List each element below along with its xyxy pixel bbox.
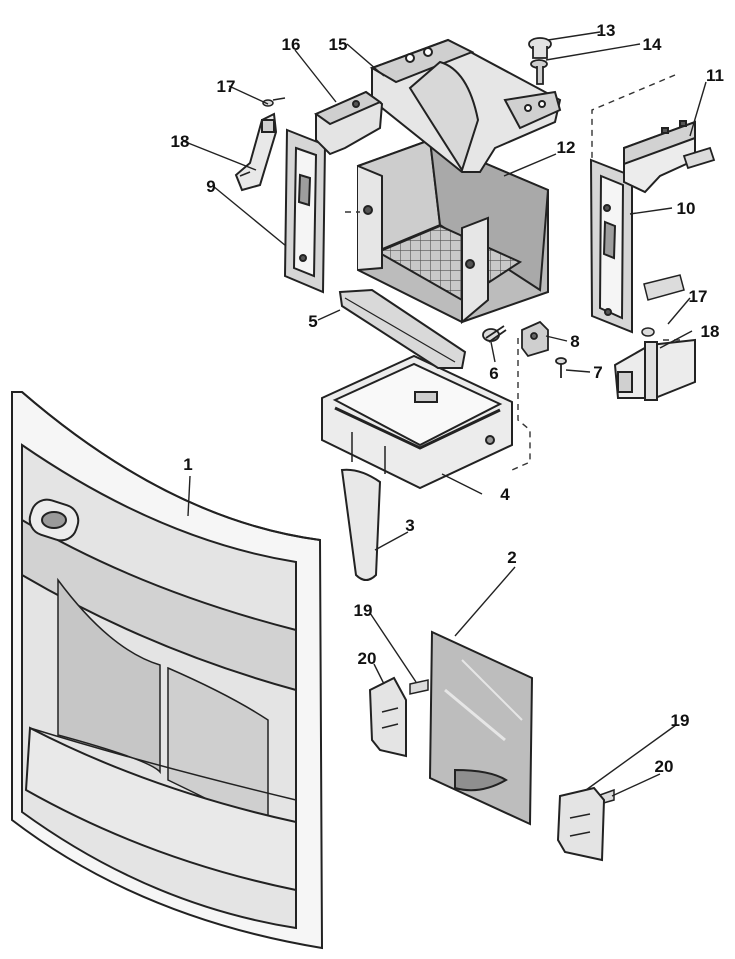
glass-panel (428, 630, 534, 826)
left-bracket (313, 90, 384, 156)
label-part-2: 2 (507, 548, 516, 567)
spring-14 (530, 59, 548, 85)
right-side-rail (589, 158, 633, 334)
leader-lines (182, 31, 707, 797)
clip-8 (521, 320, 549, 358)
label-part-17-right: 17 (689, 287, 708, 306)
bail-bar (338, 288, 467, 369)
left-side-rail (283, 128, 327, 294)
screw-17-left (262, 97, 286, 107)
screw-17-right (641, 274, 685, 337)
chute-cover (369, 38, 562, 173)
callout-labels: 1 2 3 4 5 6 7 8 9 10 11 12 13 14 15 16 1… (171, 21, 724, 776)
label-part-19-left: 19 (354, 601, 373, 620)
drain-tube (340, 468, 382, 581)
screw-6 (482, 325, 507, 343)
label-part-20-right: 20 (655, 757, 674, 776)
label-part-16: 16 (282, 35, 301, 54)
label-part-9: 9 (206, 177, 215, 196)
label-part-13: 13 (597, 21, 616, 40)
label-part-7: 7 (593, 363, 602, 382)
label-part-14: 14 (643, 35, 662, 54)
label-part-15: 15 (329, 35, 348, 54)
clip-20-left (368, 676, 407, 758)
label-part-12: 12 (557, 138, 576, 157)
label-part-6: 6 (489, 364, 498, 383)
label-part-3: 3 (405, 516, 414, 535)
screw-19-left (409, 679, 429, 695)
label-part-4: 4 (500, 485, 510, 504)
hinge-18-left (234, 112, 278, 192)
drip-tray (321, 354, 513, 490)
label-part-11: 11 (706, 66, 724, 85)
screw-7 (555, 357, 567, 378)
clip-20-right (556, 786, 606, 862)
label-part-18-left: 18 (171, 132, 190, 151)
label-part-18-right: 18 (701, 322, 720, 341)
label-part-1: 1 (183, 455, 192, 474)
knob-13 (528, 37, 552, 59)
label-part-20-left: 20 (358, 649, 377, 668)
label-part-10: 10 (677, 199, 696, 218)
screw-11 (682, 146, 716, 170)
label-part-8: 8 (570, 332, 579, 351)
label-part-17-left: 17 (217, 77, 236, 96)
right-bracket (623, 120, 696, 194)
hinge-18-right (613, 338, 696, 401)
ice-bucket (356, 138, 550, 325)
door-front-panel (11, 391, 324, 950)
label-part-19-right: 19 (671, 711, 690, 730)
label-part-5: 5 (308, 312, 317, 331)
assembly-guide-lines (345, 74, 680, 471)
